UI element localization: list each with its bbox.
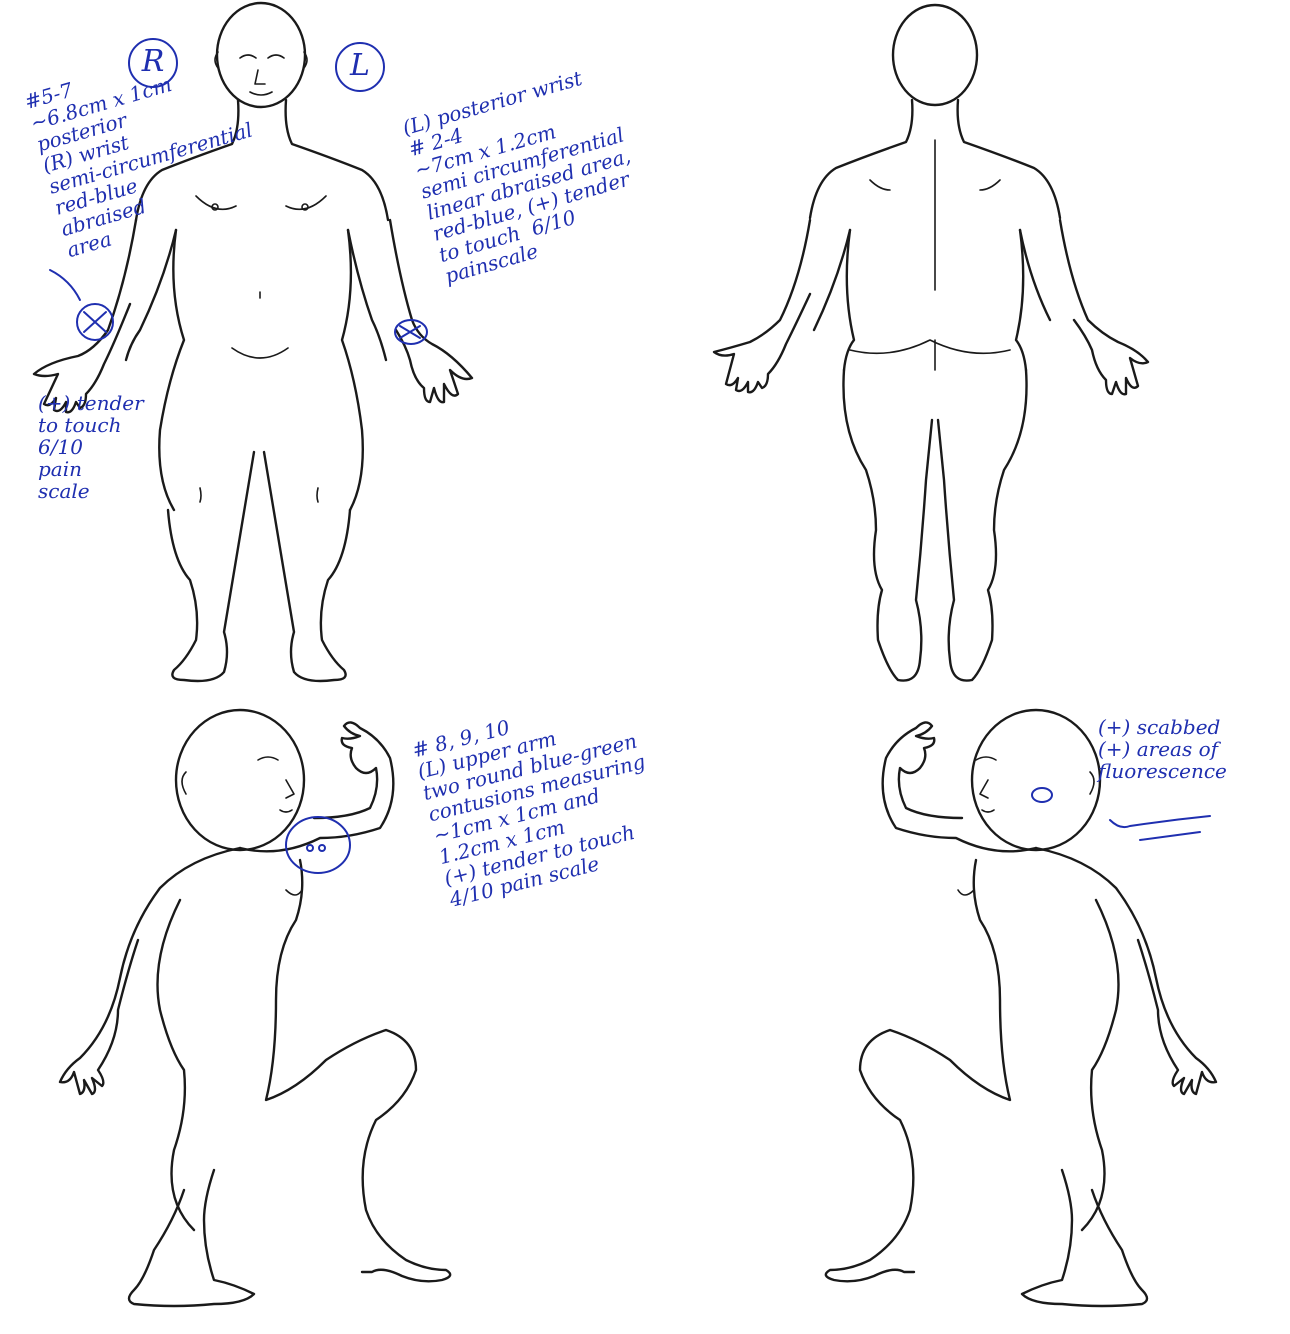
neck-marker xyxy=(1032,788,1052,802)
left-side-view-figure xyxy=(60,710,450,1306)
upper-arm-contusion-marker xyxy=(286,817,350,873)
back-view-figure xyxy=(714,5,1148,681)
right-wrist-tender-note: (+) tender to touch 6/10 pain scale xyxy=(38,392,144,502)
left-side-marker: L xyxy=(335,42,385,92)
neck-note: (+) scabbed (+) areas of fluorescence xyxy=(1098,716,1227,782)
right-side-view-figure xyxy=(826,710,1216,1306)
